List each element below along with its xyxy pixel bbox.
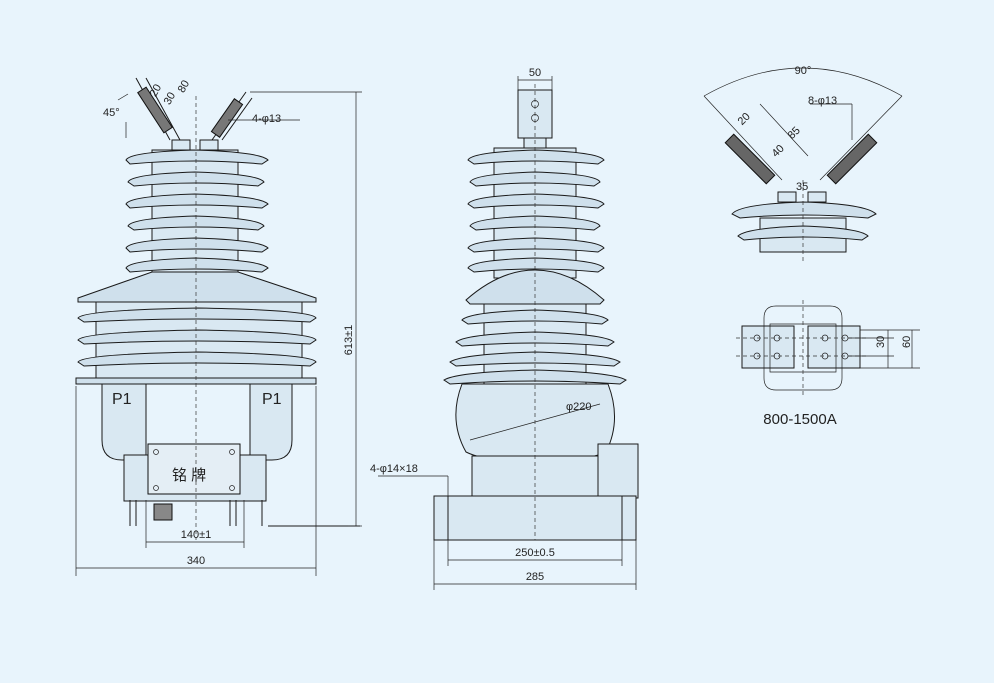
middle-view: 50 φ220 4-φ14×18 250±0.5 285 bbox=[370, 67, 639, 590]
middle-body bbox=[378, 383, 639, 541]
right-plate-detail bbox=[736, 300, 920, 396]
dim-30-label: 30 bbox=[875, 336, 887, 348]
width-250-label: 250±0.5 bbox=[515, 547, 555, 559]
middle-upper-sheds bbox=[467, 147, 605, 279]
p1-right-label: P1 bbox=[262, 391, 282, 408]
hole-spec-label: 4-φ13 bbox=[252, 113, 281, 125]
dim-35-label: 35 bbox=[796, 181, 808, 193]
holes-8-label: 8-φ13 bbox=[808, 95, 837, 107]
left-lower-sheds bbox=[75, 271, 317, 385]
dim-85-label: 85 bbox=[786, 125, 803, 142]
angle-90-label: 90° bbox=[795, 65, 812, 77]
rating-label: 800-1500A bbox=[763, 411, 836, 428]
mount-holes-label: 4-φ14×18 bbox=[370, 463, 418, 475]
width-285-label: 285 bbox=[526, 571, 544, 583]
nameplate-label: 铭 牌 bbox=[172, 467, 206, 484]
left-upper-sheds bbox=[125, 149, 269, 281]
middle-dimensions bbox=[433, 76, 637, 590]
left-view: 45° 20 30 80 4-φ13 613±1 P1 P1 铭 牌 140±1… bbox=[75, 77, 362, 576]
angle-45-label: 45° bbox=[103, 107, 120, 119]
dim-30-label: 30 bbox=[162, 90, 179, 107]
left-base bbox=[101, 383, 360, 527]
width-140-label: 140±1 bbox=[181, 529, 212, 541]
top-width-50-label: 50 bbox=[529, 67, 541, 79]
width-340-label: 340 bbox=[187, 555, 205, 567]
dim-20-label: 20 bbox=[148, 82, 165, 99]
height-613-label: 613±1 bbox=[343, 325, 355, 356]
dim-60-label: 60 bbox=[901, 336, 913, 348]
p1-left-label: P1 bbox=[112, 391, 132, 408]
left-terminals bbox=[135, 77, 253, 151]
dim-20-right-label: 20 bbox=[736, 111, 753, 128]
dim-40-label: 40 bbox=[770, 143, 787, 160]
diameter-220-label: φ220 bbox=[566, 401, 592, 413]
left-dimensions bbox=[75, 91, 362, 576]
dim-80-label: 80 bbox=[176, 78, 193, 95]
right-terminal-detail bbox=[703, 67, 903, 262]
